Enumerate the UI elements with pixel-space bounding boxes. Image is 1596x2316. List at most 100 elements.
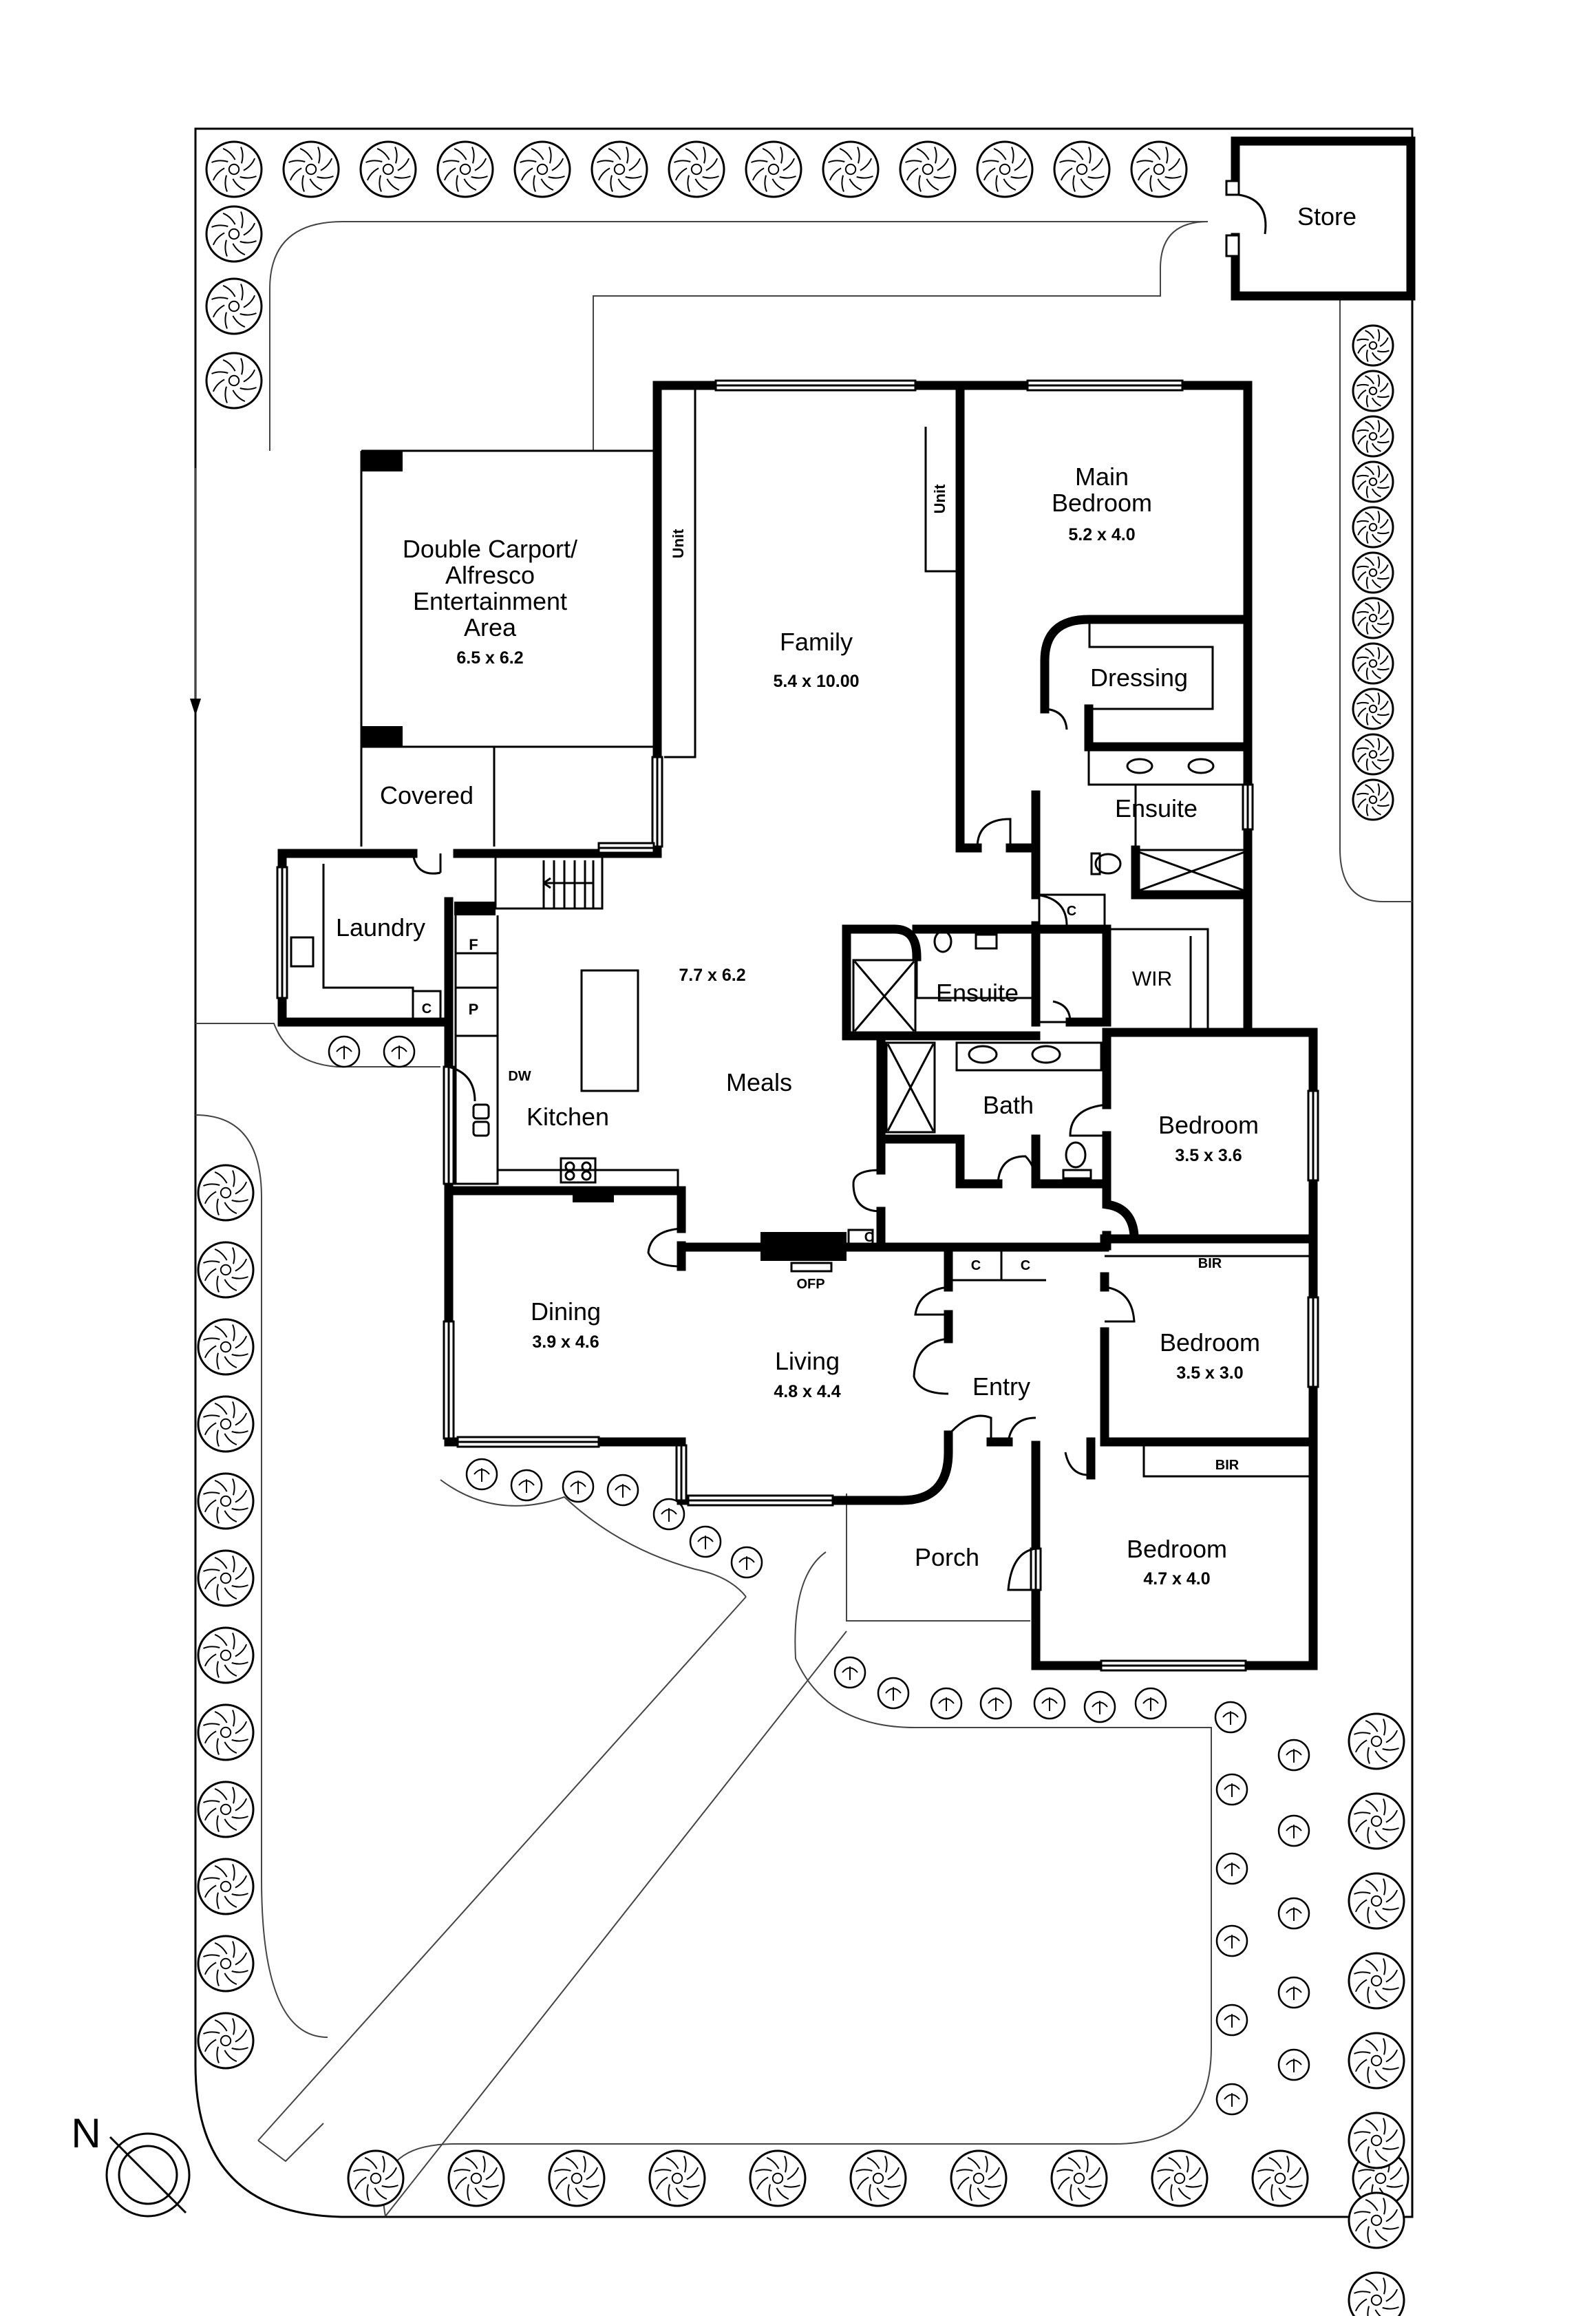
tree-icon xyxy=(197,2012,255,2070)
carport-label-line-4: Area xyxy=(464,613,517,641)
shrub-icon xyxy=(979,1687,1012,1720)
shrub-icon xyxy=(510,1469,543,1502)
shrub-icon xyxy=(1215,2004,1248,2037)
window xyxy=(456,1436,600,1448)
interior-walls xyxy=(677,381,1318,1670)
tree-icon xyxy=(197,1318,255,1376)
pantry-label: P xyxy=(469,1001,479,1018)
driveway xyxy=(195,221,1412,2217)
store-building xyxy=(1225,136,1416,301)
laundry-cupboard-label: C xyxy=(422,1001,432,1017)
tree-icon xyxy=(749,2149,807,2207)
entry-label: Entry xyxy=(972,1372,1030,1401)
store-label: Store xyxy=(1297,202,1356,231)
living-label: Living xyxy=(775,1347,840,1375)
cabinetry xyxy=(290,385,1313,1478)
family-label: Family xyxy=(780,628,853,656)
window xyxy=(1242,783,1254,831)
tree-icon xyxy=(668,140,725,198)
bedroom-3-dimensions: 3.5 x 3.0 xyxy=(1176,1363,1243,1383)
shrub-icon xyxy=(1215,1773,1248,1806)
ensuite-2-label: Ensuite xyxy=(936,979,1019,1007)
tree-icon xyxy=(1352,551,1394,594)
tree-icon xyxy=(976,140,1034,198)
tree-icon xyxy=(197,1626,255,1684)
tree-icon xyxy=(1352,597,1394,639)
ensuite-cupboard-label: C xyxy=(1067,904,1076,919)
shrub-icon xyxy=(1277,1976,1310,2009)
main-bedroom-unit-label: Unit xyxy=(931,484,948,513)
shrub-icon xyxy=(1033,1687,1066,1720)
meals-label: Meals xyxy=(726,1068,792,1096)
tree-icon xyxy=(1348,2191,1405,2249)
shrubs xyxy=(328,1035,1310,2116)
shrub-icon xyxy=(1215,2083,1248,2116)
shrub-icon xyxy=(930,1687,963,1720)
tree-icon xyxy=(205,140,263,198)
tree-icon xyxy=(1352,415,1394,458)
main-bedroom-dimensions: 5.2 x 4.0 xyxy=(1068,525,1135,544)
bedroom-4-label: Bedroom xyxy=(1127,1535,1227,1563)
stairs xyxy=(537,852,604,910)
window xyxy=(1307,1090,1319,1182)
tree-icon xyxy=(849,2149,907,2207)
tree-icon xyxy=(1151,2149,1209,2207)
bedroom-2-label: Bedroom xyxy=(1158,1111,1259,1139)
north-label: N xyxy=(71,2110,100,2156)
bath-label: Bath xyxy=(983,1091,1034,1119)
main-bedroom-label-line-2: Bedroom xyxy=(1052,489,1152,517)
fireplace-label: OFP xyxy=(796,1277,824,1292)
tree-icon xyxy=(197,1858,255,1915)
tree-icon xyxy=(1251,2149,1309,2207)
tree-icon xyxy=(1348,1712,1405,1770)
tree-icon xyxy=(205,205,263,263)
living-dimensions: 4.8 x 4.4 xyxy=(774,1382,840,1401)
family-dimensions: 5.4 x 10.00 xyxy=(773,672,859,691)
tree-icon xyxy=(1348,2271,1405,2316)
tree-icon xyxy=(590,140,648,198)
carport-label-line-3: Entertainment xyxy=(413,587,567,615)
main-bedroom-label-line-1: Main xyxy=(1075,463,1129,491)
window xyxy=(651,756,663,848)
kitchen-label: Kitchen xyxy=(526,1103,609,1131)
tree-icon xyxy=(359,140,417,198)
shrub-icon xyxy=(689,1525,722,1558)
fridge-label: F xyxy=(469,936,478,953)
bedroom-4-dimensions: 4.7 x 4.0 xyxy=(1143,1569,1210,1589)
tree-icon xyxy=(1348,2112,1405,2169)
site-boundary xyxy=(194,127,1414,2218)
window xyxy=(675,1444,688,1502)
tree-icon xyxy=(197,1241,255,1299)
entry-cupboard-2-label: C xyxy=(1021,1258,1030,1273)
window xyxy=(443,1065,455,1185)
appliances xyxy=(454,758,1215,1273)
tree-icon xyxy=(1352,642,1394,685)
bir-bedroom-3-label: BIR xyxy=(1198,1256,1222,1271)
tree-icon xyxy=(436,140,494,198)
tree-icon xyxy=(205,352,263,410)
meals-dimensions: 7.7 x 6.2 xyxy=(679,966,745,985)
ensuite-main-label: Ensuite xyxy=(1115,794,1198,822)
shrub-icon xyxy=(1215,1852,1248,1885)
shrub-icon xyxy=(383,1035,416,1068)
tree-icon xyxy=(1352,370,1394,412)
entry-cupboard-1-label: C xyxy=(971,1258,981,1273)
shrub-icon xyxy=(1215,1924,1248,1957)
shrub-icon xyxy=(562,1470,595,1503)
tree-icon xyxy=(197,1935,255,1993)
tree-icon xyxy=(197,1164,255,1222)
tree-icon xyxy=(197,1549,255,1607)
tree-icon xyxy=(197,1703,255,1761)
shrub-icon xyxy=(1277,1897,1310,1930)
window xyxy=(443,1320,455,1440)
tree-icon xyxy=(205,277,263,335)
tree-icon xyxy=(548,2149,606,2207)
tree-icon xyxy=(950,2149,1008,2207)
tree-icon xyxy=(822,140,880,198)
carport-label-line-1: Double Carport/ xyxy=(403,535,577,563)
tree-icon xyxy=(648,2149,706,2207)
window xyxy=(597,842,655,854)
bir-bedroom-4-label: BIR xyxy=(1215,1458,1239,1473)
trees xyxy=(197,140,1409,2316)
